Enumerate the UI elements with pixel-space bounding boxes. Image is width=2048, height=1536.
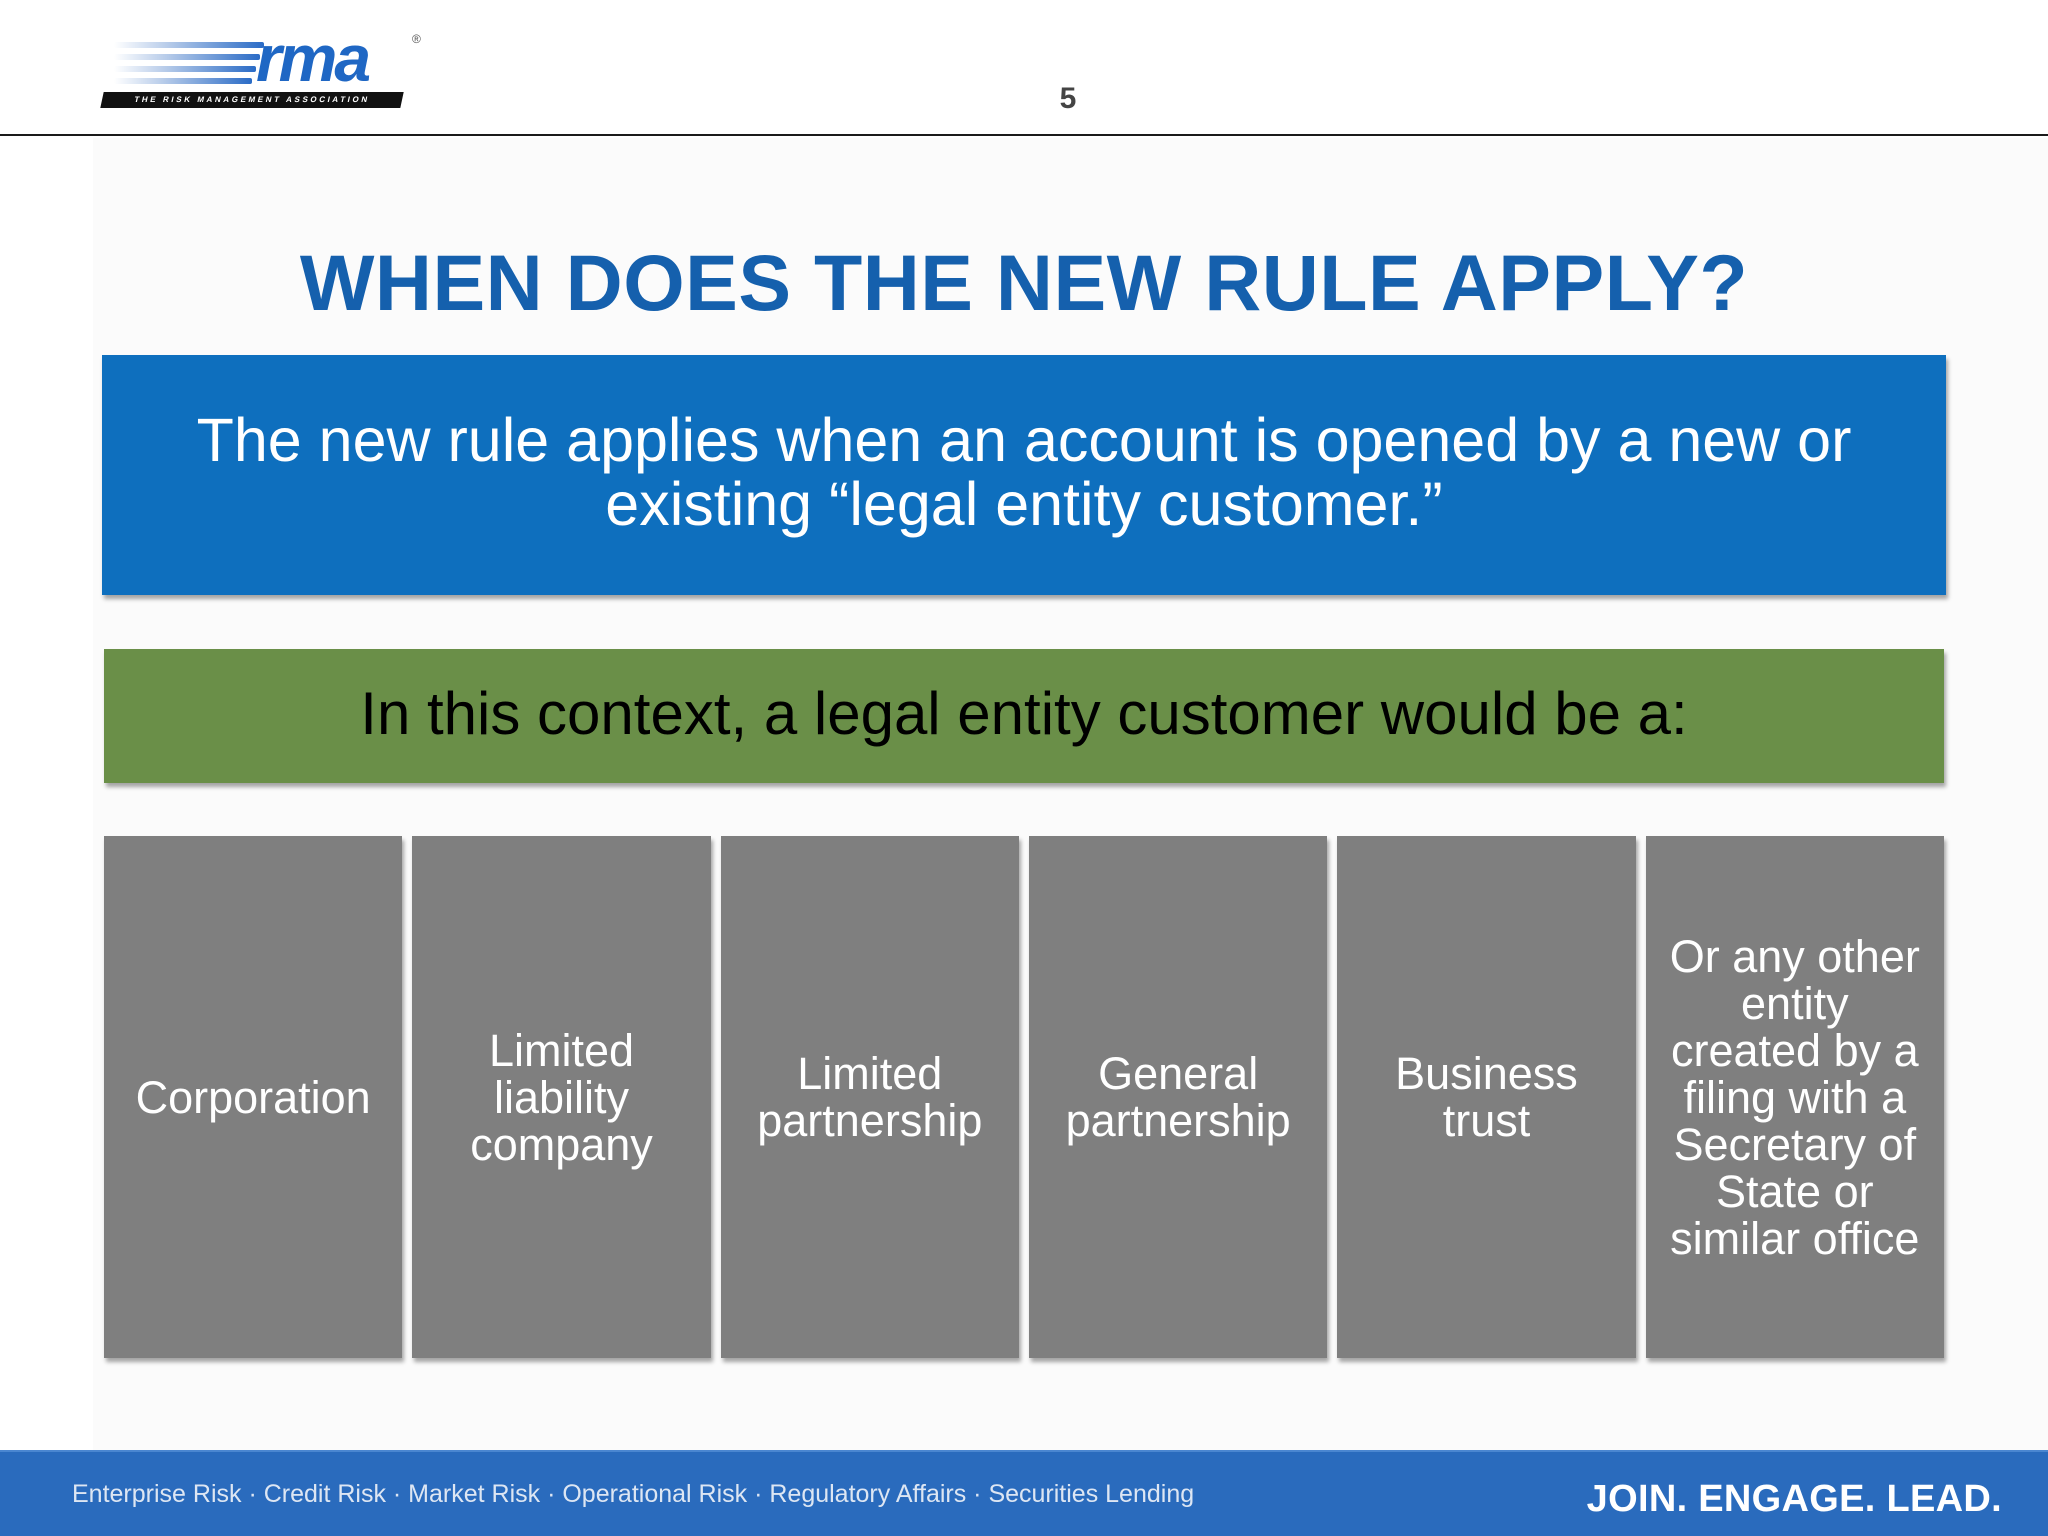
entity-card-label: Limited liability company xyxy=(470,1024,653,1170)
logo-tagline: THE RISK MANAGEMENT ASSOCIATION xyxy=(133,95,371,104)
logo-speed-line xyxy=(114,66,256,72)
entity-card-label: Limited partnership xyxy=(757,1048,983,1146)
entity-card-limited-partnership: Limited partnership xyxy=(720,836,1019,1358)
entity-card-label: Or any other entity created by a filing … xyxy=(1669,930,1920,1264)
entity-card-label: Corporation xyxy=(135,1071,371,1123)
context-text: In this context, a legal entity customer… xyxy=(360,680,1688,747)
entity-card-label: Business trust xyxy=(1395,1048,1578,1146)
context-box: In this context, a legal entity customer… xyxy=(104,649,1944,783)
slide-title: WHEN DOES THE NEW RULE APPLY? xyxy=(299,238,1749,327)
registered-mark: ® xyxy=(412,32,421,46)
entity-card-general-partnership: General partnership xyxy=(1028,836,1328,1358)
page-number: 5 xyxy=(1059,82,1077,115)
summary-text: The new rule applies when an account is … xyxy=(196,406,1852,538)
footer-tagline: JOIN. ENGAGE. LEAD. xyxy=(1586,1478,2002,1520)
entity-type-cards: Corporation Limited liability company Li… xyxy=(104,836,1944,1358)
entity-card-business-trust: Business trust xyxy=(1337,836,1636,1358)
entity-card-other-entity: Or any other entity created by a filing … xyxy=(1645,836,1944,1358)
header-divider xyxy=(0,134,2048,136)
logo-tagline-bar: THE RISK MANAGEMENT ASSOCIATION xyxy=(100,92,404,108)
entity-card-corporation: Corporation xyxy=(104,836,403,1358)
entity-card-llc: Limited liability company xyxy=(412,836,711,1358)
logo-speed-line xyxy=(114,54,260,60)
logo-wordmark: rma xyxy=(256,21,371,95)
footer-risk-areas: Enterprise Risk · Credit Risk · Market R… xyxy=(72,1480,1195,1508)
entity-card-label: General partnership xyxy=(1065,1048,1291,1146)
logo-speed-line xyxy=(114,42,264,48)
rma-logo: rma ® THE RISK MANAGEMENT ASSOCIATION xyxy=(100,21,430,112)
logo-speed-line xyxy=(114,78,252,84)
summary-box: The new rule applies when an account is … xyxy=(102,355,1946,595)
footer-bar: Enterprise Risk · Credit Risk · Market R… xyxy=(0,1450,2048,1536)
